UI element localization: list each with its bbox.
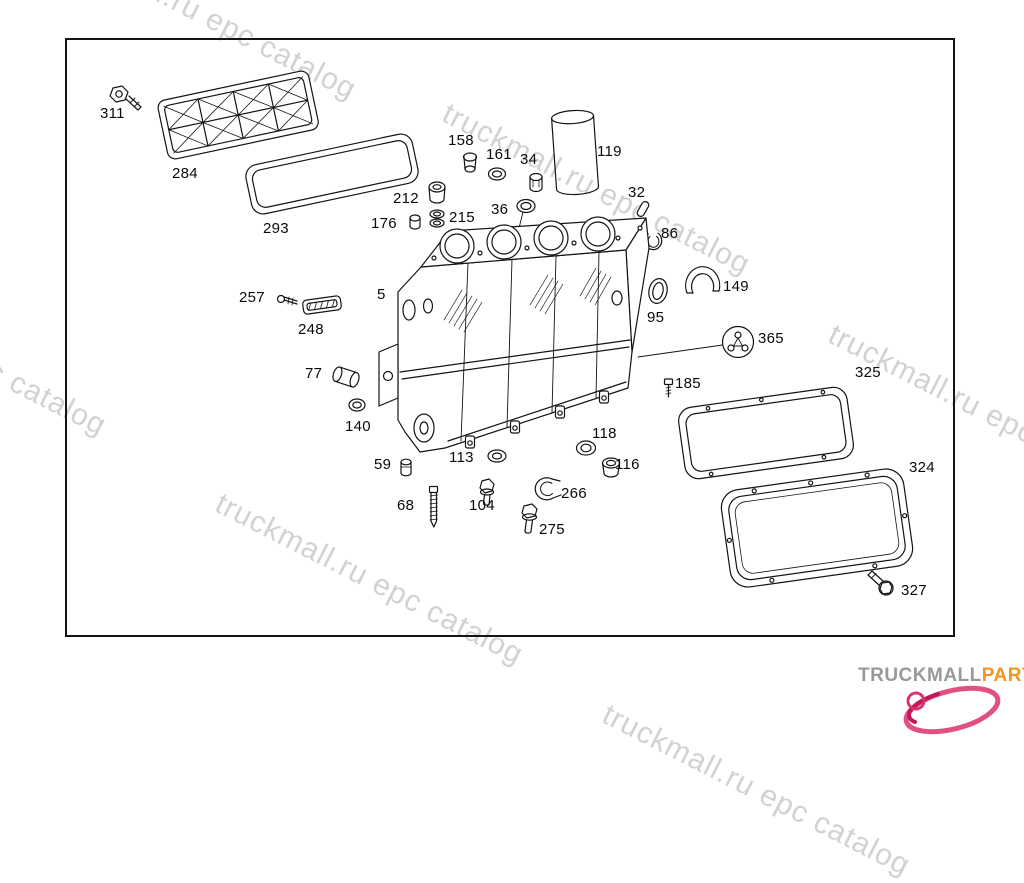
part-34-plug-icon xyxy=(529,172,543,193)
part-label-34: 34 xyxy=(520,151,538,168)
part-77-bushing-icon xyxy=(332,366,360,388)
part-label-113: 113 xyxy=(449,449,474,466)
logo-brand-truckmall: TRUCKMALL xyxy=(858,665,982,686)
part-label-185: 185 xyxy=(675,375,701,392)
part-365-cover-icon xyxy=(637,325,755,359)
part-248-plate-icon xyxy=(302,295,342,315)
part-label-212: 212 xyxy=(393,190,419,207)
part-label-68: 68 xyxy=(397,497,415,514)
part-label-161: 161 xyxy=(486,146,512,163)
part-284-cover-plate-icon xyxy=(157,70,319,160)
part-5-engine-block-icon xyxy=(378,216,650,453)
part-68-stud-icon xyxy=(428,485,439,528)
part-label-140: 140 xyxy=(345,418,371,435)
part-label-149: 149 xyxy=(723,278,749,295)
diagram-art xyxy=(109,70,1001,735)
part-118-seal-ring-icon xyxy=(575,440,597,456)
part-label-119: 119 xyxy=(597,143,622,160)
part-119-liner-icon xyxy=(551,109,600,196)
logo-brand: TRUCKMALLPARTS xyxy=(858,665,1024,687)
part-label-5: 5 xyxy=(377,286,386,303)
part-176-bushing-icon xyxy=(409,214,421,230)
part-293-gasket-icon xyxy=(245,133,419,215)
part-311-bolt-icon xyxy=(109,85,142,111)
part-label-59: 59 xyxy=(374,456,392,473)
part-116-plug-icon xyxy=(601,457,621,478)
part-327-bolt-icon xyxy=(867,570,894,596)
part-label-104: 104 xyxy=(469,497,495,514)
part-label-77: 77 xyxy=(305,365,323,382)
part-label-284: 284 xyxy=(172,165,198,182)
part-label-327: 327 xyxy=(901,582,927,599)
part-113-washer-icon xyxy=(487,449,507,463)
part-59-plug-icon xyxy=(400,458,412,477)
part-label-257: 257 xyxy=(239,289,265,306)
part-149-bracket-icon xyxy=(685,266,721,294)
part-140-seal-ring-icon xyxy=(348,398,366,412)
part-label-248: 248 xyxy=(298,321,324,338)
part-label-95: 95 xyxy=(647,309,665,326)
logo-brand-parts: PARTS xyxy=(981,665,1024,686)
part-324-gasket-icon xyxy=(720,468,914,588)
part-label-118: 118 xyxy=(592,425,617,442)
part-label-32: 32 xyxy=(628,184,646,201)
part-label-275: 275 xyxy=(539,521,565,538)
logo-swirl-icon xyxy=(903,685,1001,735)
part-32-pin-icon xyxy=(636,201,650,217)
part-275-bolt-icon xyxy=(521,503,538,534)
part-212-plug-icon xyxy=(428,181,446,204)
part-label-36: 36 xyxy=(491,201,509,218)
part-215-washers-icon xyxy=(429,209,445,228)
part-label-116: 116 xyxy=(615,456,640,473)
part-95-seal-icon xyxy=(648,278,668,304)
part-label-365: 365 xyxy=(758,330,784,347)
part-label-176: 176 xyxy=(371,215,397,232)
part-label-325: 325 xyxy=(855,364,881,381)
part-label-293: 293 xyxy=(263,220,289,237)
diagram-frame xyxy=(65,38,955,637)
part-label-311: 311 xyxy=(100,105,125,122)
part-label-86: 86 xyxy=(661,225,679,242)
part-label-324: 324 xyxy=(909,459,935,476)
part-257-screw-icon xyxy=(276,294,298,306)
part-266-clamp-icon xyxy=(534,477,562,501)
part-label-215: 215 xyxy=(449,209,475,226)
part-158-plug-icon xyxy=(462,152,478,173)
part-185-bolt-icon xyxy=(663,378,674,398)
part-161-seal-ring-icon xyxy=(487,167,507,181)
part-label-158: 158 xyxy=(448,132,474,149)
part-104-bolt-icon xyxy=(479,478,495,506)
part-label-266: 266 xyxy=(561,485,587,502)
part-325-gasket-icon xyxy=(678,386,854,480)
